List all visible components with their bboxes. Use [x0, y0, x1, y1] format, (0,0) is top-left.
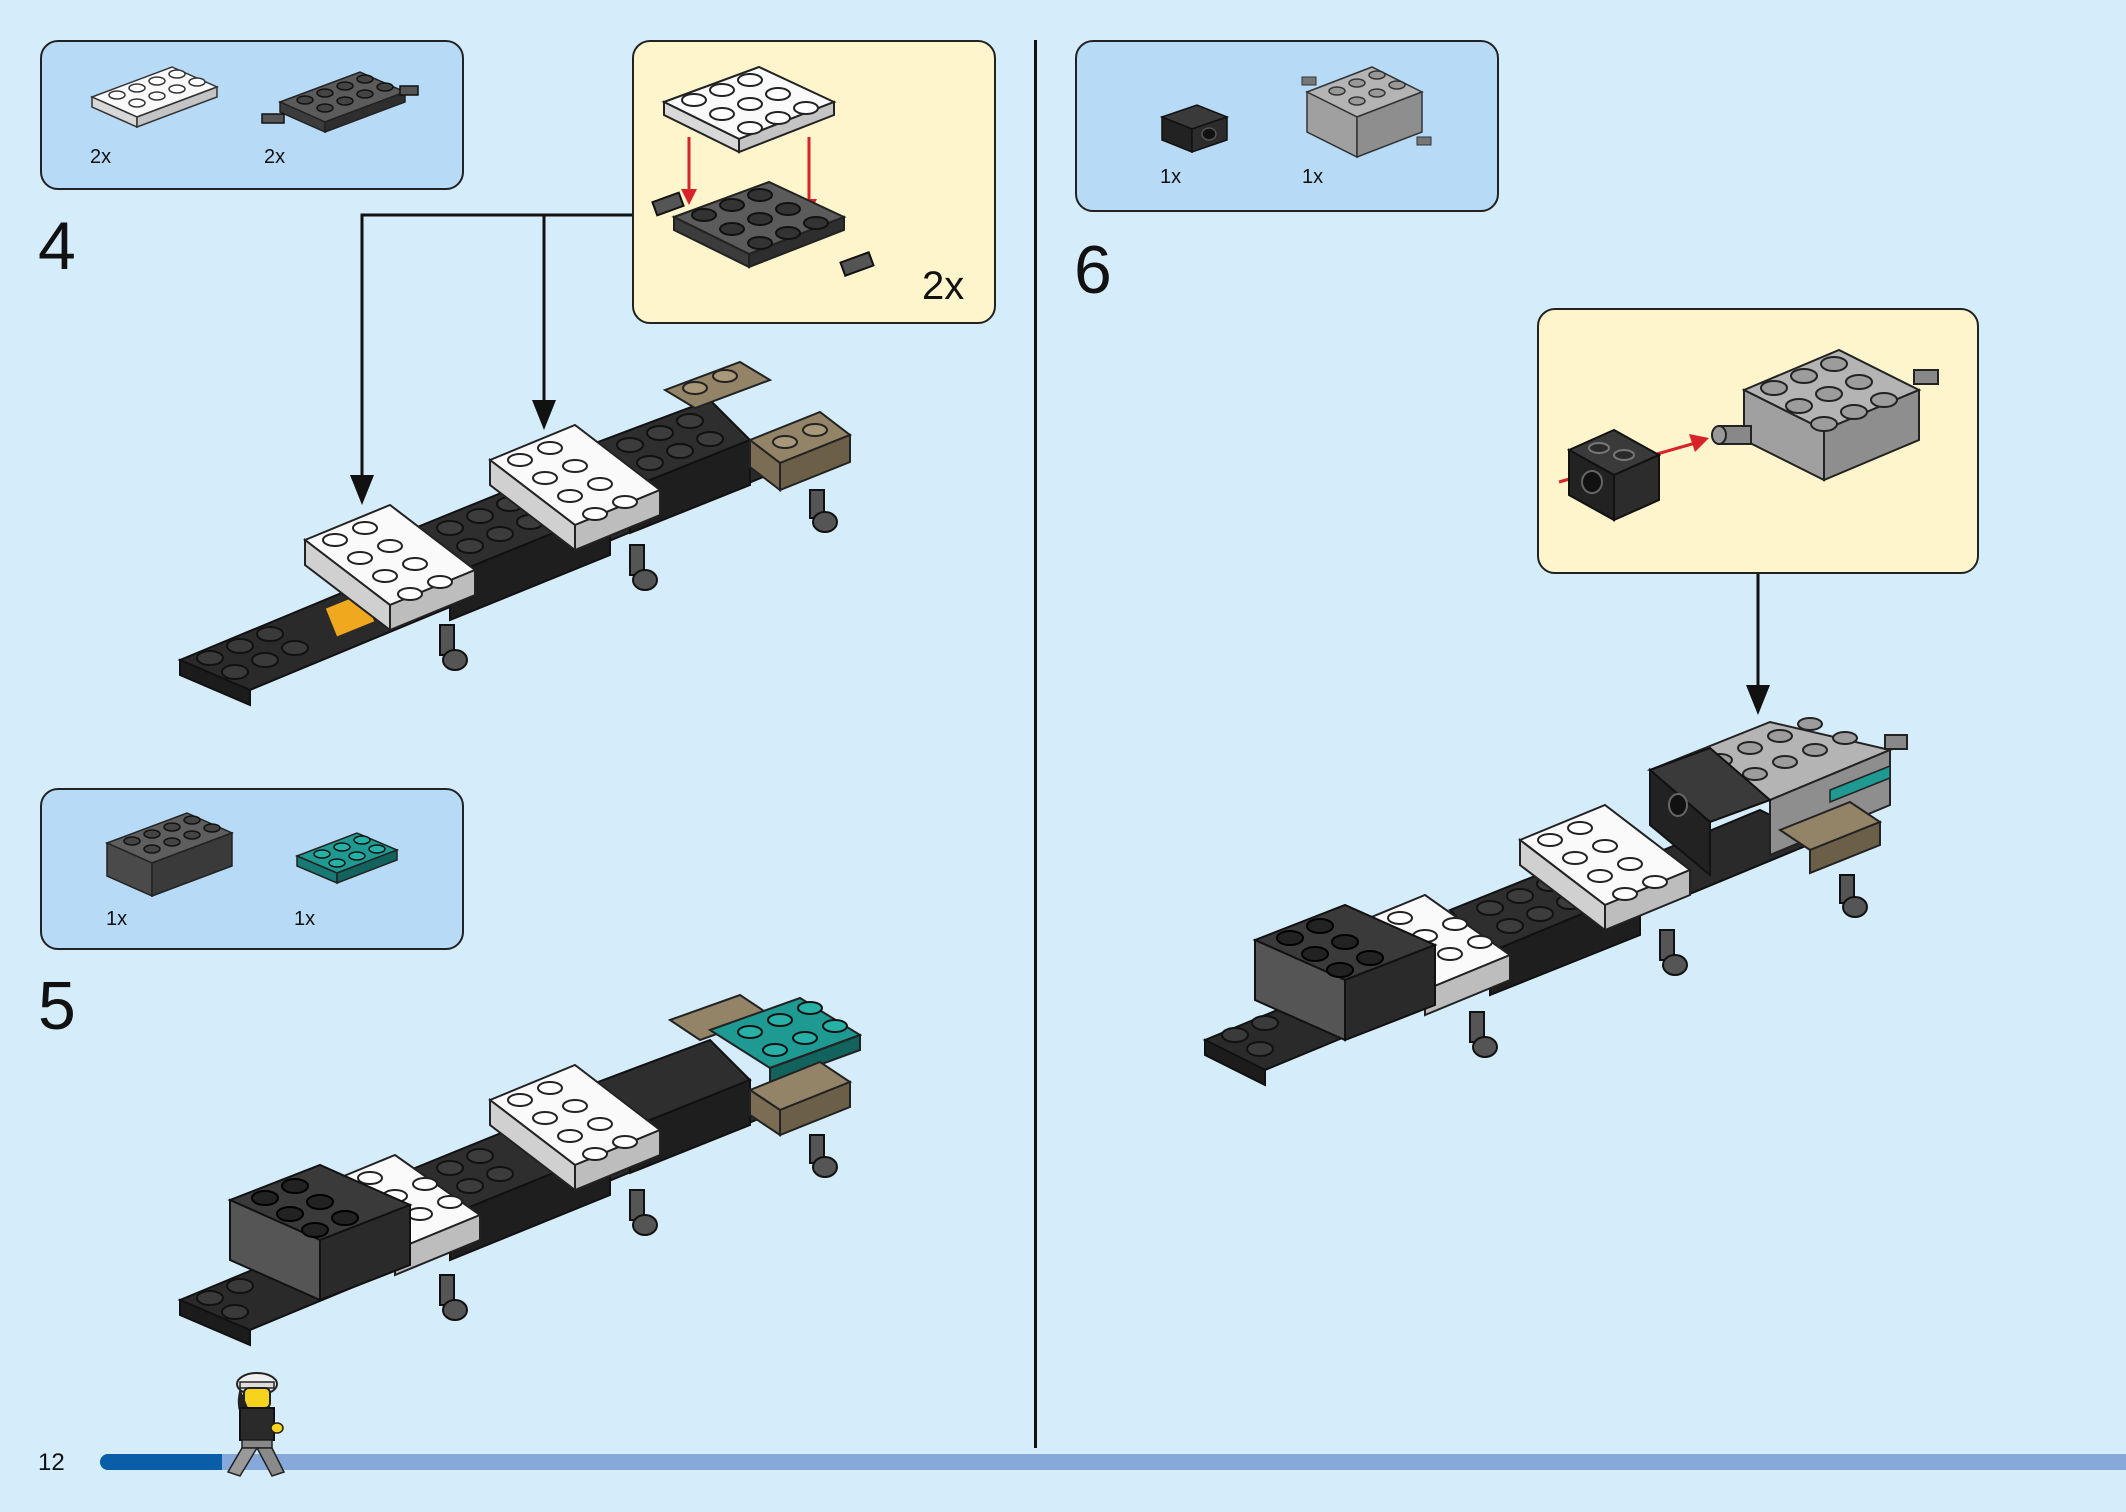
- subassembly-image: [651, 65, 875, 277]
- white-plate-image: [90, 66, 219, 129]
- part-qty: 1x: [106, 908, 128, 930]
- step-number: 5: [38, 968, 76, 1044]
- progress-track: [100, 1454, 2126, 1470]
- part-qty: 2x: [264, 146, 286, 168]
- dark-brick-image: [105, 812, 234, 898]
- step5-parts-box: 1x 1x: [40, 788, 464, 950]
- step5-model-image: [177, 993, 863, 1347]
- part-qty: 1x: [294, 908, 316, 930]
- part-qty: 2x: [90, 146, 112, 168]
- dark-plate-with-pins-image: [261, 71, 419, 134]
- part-qty: 1x: [1160, 166, 1182, 188]
- arrow-down-icon: [532, 400, 556, 430]
- page-number: 12: [38, 1449, 65, 1476]
- part-qty: 1x: [1302, 166, 1324, 188]
- step6-callout: [1537, 308, 1979, 574]
- progress-fill: [100, 1454, 222, 1470]
- step-number: 4: [38, 208, 76, 284]
- callout-qty: 2x: [922, 264, 965, 308]
- step4-parts-box: 2x 2x: [40, 40, 464, 190]
- step6-parts-box: 1x 1x: [1075, 40, 1499, 212]
- arrow-down-icon: [350, 475, 374, 505]
- teal-plate-image: [294, 832, 400, 885]
- grey-brick-with-pins-image: [1301, 66, 1432, 159]
- minifigure-figure: [226, 1372, 286, 1477]
- step-number: 6: [1074, 232, 1112, 308]
- step4-callout: 2x: [632, 40, 996, 324]
- arrow-down-icon: [1746, 685, 1770, 715]
- column-divider: [1034, 40, 1037, 1448]
- subassembly-image: [1558, 348, 1939, 522]
- step4-model-image: [177, 360, 853, 707]
- red-arrow-icon: [1689, 434, 1709, 452]
- step6-model-image: [1202, 717, 1908, 1087]
- black-technic-brick-image: [1159, 104, 1230, 154]
